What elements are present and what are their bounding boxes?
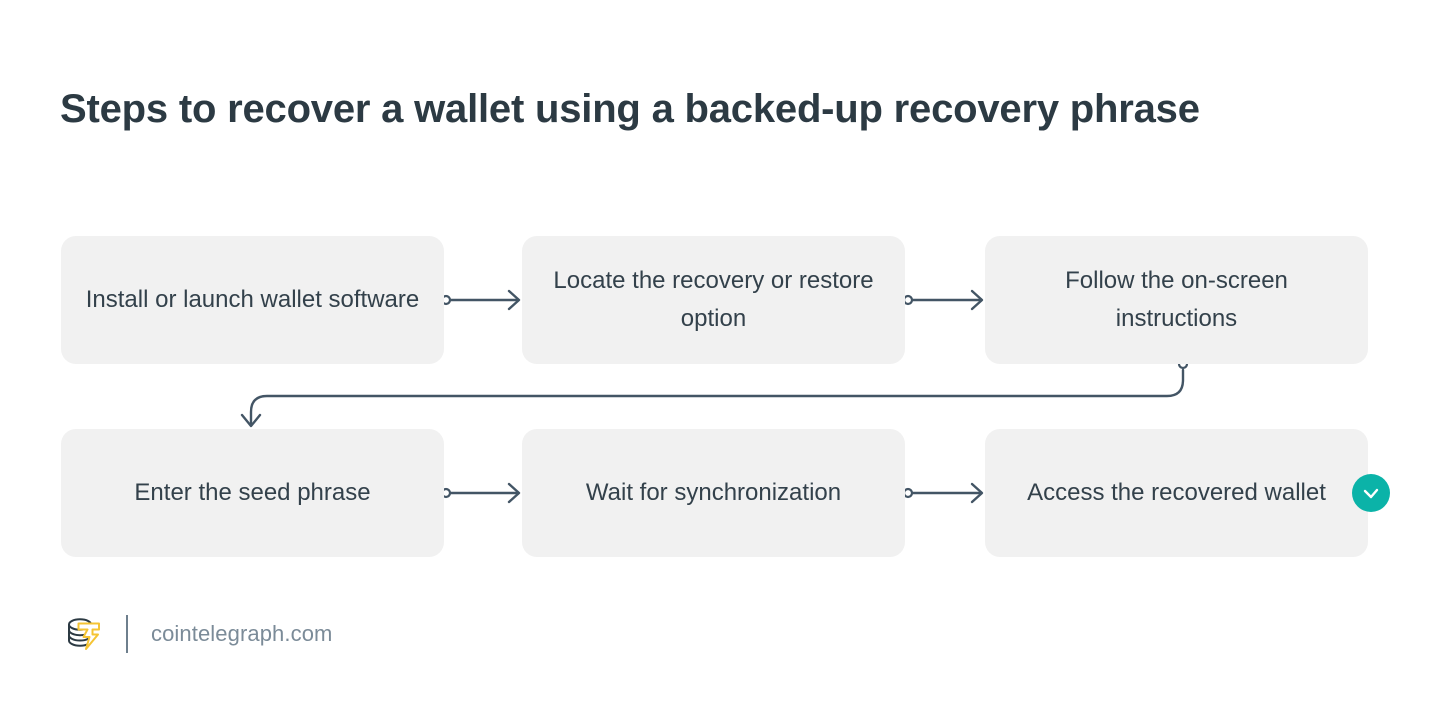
connector-step4-to-step5 <box>440 482 521 504</box>
connector-step3-to-step4 <box>240 358 1189 428</box>
footer-site-name: cointelegraph.com <box>151 621 333 646</box>
cointelegraph-logo-icon <box>60 611 106 657</box>
flow-step-box-3[interactable]: Follow the on-screen instructions <box>985 236 1368 364</box>
flow-step-box-2[interactable]: Locate the recovery or restore option <box>522 236 905 364</box>
flow-step-label-3: Follow the on-screen instructions <box>1065 267 1288 332</box>
check-circle-icon <box>1352 474 1390 512</box>
footer-divider <box>126 615 128 653</box>
flow-step-box-1[interactable]: Install or launch wallet software <box>61 236 444 364</box>
flow-step-label-5: Wait for synchronization <box>585 479 842 506</box>
connector-step5-to-step6 <box>902 482 984 504</box>
flow-step-box-6[interactable]: Access the recovered wallet <box>985 429 1368 557</box>
flow-step-box-5[interactable]: Wait for synchronization <box>522 429 905 557</box>
connector-step2-to-step3 <box>902 289 984 311</box>
flow-step-label-2: Locate the recovery or restore option <box>553 267 874 332</box>
connector-step1-to-step2 <box>440 289 521 311</box>
flow-step-label-4: Enter the seed phrase <box>134 479 371 506</box>
footer: cointelegraph.com <box>60 607 332 661</box>
flow-step-box-4[interactable]: Enter the seed phrase <box>61 429 444 557</box>
flow-step-label-6: Access the recovered wallet <box>1027 479 1326 506</box>
page-title: Steps to recover a wallet using a backed… <box>60 86 1200 131</box>
flow-step-label-1: Install or launch wallet software <box>85 286 420 313</box>
